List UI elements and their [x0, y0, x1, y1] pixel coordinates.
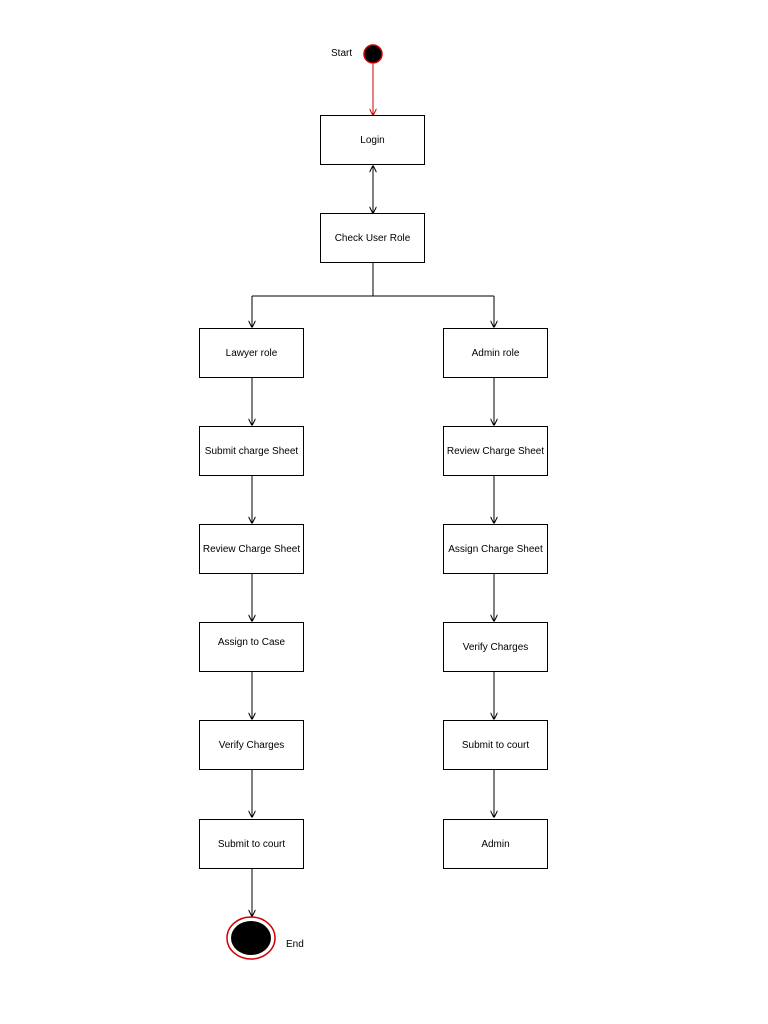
lawyer-step-box: Assign to Case	[199, 622, 304, 672]
admin-step-box: Submit to court	[443, 720, 548, 770]
admin-step-box: Assign Charge Sheet	[443, 524, 548, 574]
end-label: End	[286, 939, 304, 950]
login-box: Login	[320, 115, 425, 165]
lawyer-step-box: Submit charge Sheet	[199, 426, 304, 476]
lawyer-step-box: Verify Charges	[199, 720, 304, 770]
lawyer-role-box: Lawyer role	[199, 328, 304, 378]
admin-step-box: Admin	[443, 819, 548, 869]
start-node	[363, 44, 383, 64]
admin-role-box: Admin role	[443, 328, 548, 378]
end-node	[231, 921, 271, 955]
admin-step-box: Verify Charges	[443, 622, 548, 672]
admin-step-box: Review Charge Sheet	[443, 426, 548, 476]
lawyer-step-box: Submit to court	[199, 819, 304, 869]
check-user-role-box: Check User Role	[320, 213, 425, 263]
lawyer-step-box: Review Charge Sheet	[199, 524, 304, 574]
end-node-ring	[226, 916, 276, 960]
start-label: Start	[331, 48, 353, 59]
